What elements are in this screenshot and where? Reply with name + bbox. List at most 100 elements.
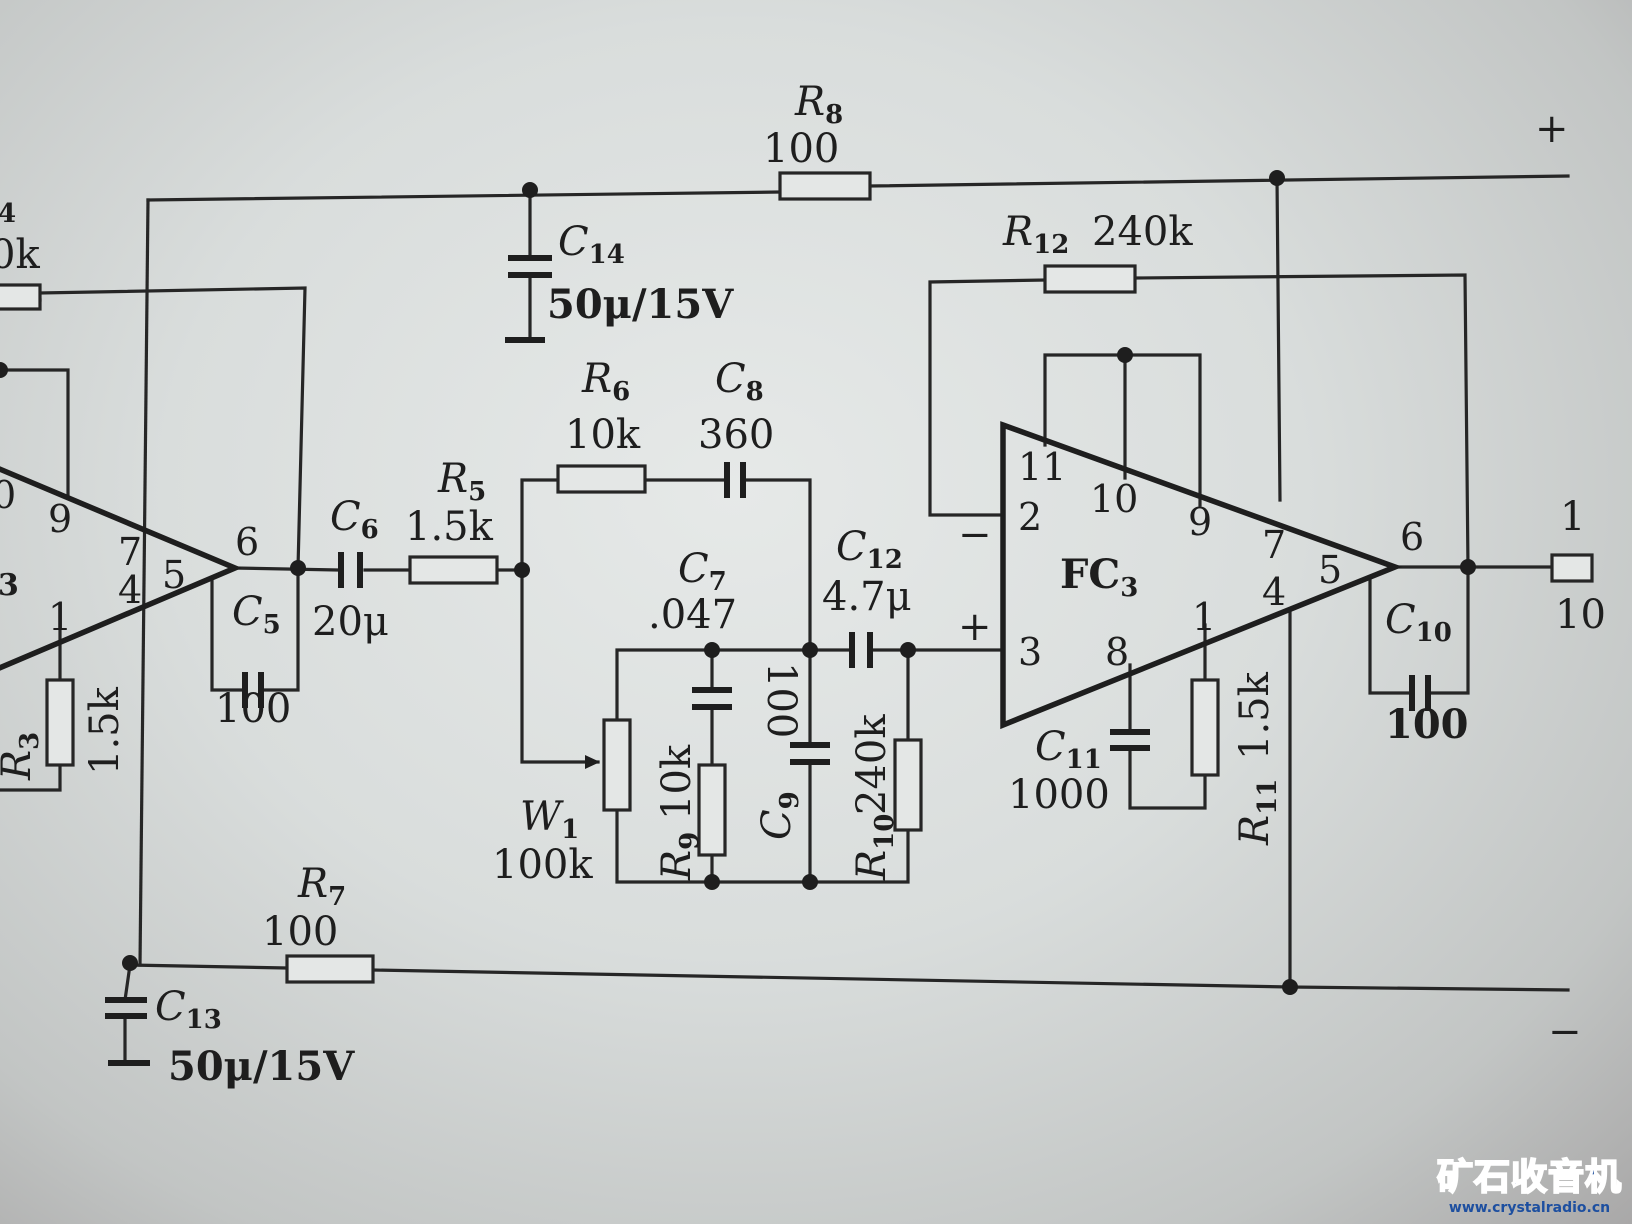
edge-value-right: 10: [1555, 592, 1606, 638]
value-c9: 100: [758, 662, 804, 738]
left-pin-5: 5: [162, 553, 186, 597]
label-w1: W1: [520, 794, 579, 845]
value-r11: 1.5k: [1232, 671, 1278, 760]
label-c5: C5: [232, 589, 281, 640]
left-pin-1: 1: [48, 595, 72, 639]
pin-6: 6: [1400, 515, 1424, 559]
edge-label-right: 1: [1560, 494, 1585, 540]
pin-1: 1: [1192, 595, 1216, 639]
label-r3: R3: [0, 732, 45, 781]
label-r9: R9: [654, 832, 705, 881]
capacitor-c14: [508, 255, 552, 278]
resistor-r9: [697, 763, 727, 857]
label-r7: R7: [297, 861, 346, 912]
capacitor-c13: [105, 997, 147, 1019]
label-r12: R12: [1002, 209, 1069, 260]
value-c5: 100: [215, 686, 291, 732]
capacitor-c6: [338, 552, 363, 588]
resistor-r6: [556, 464, 647, 494]
value-r3: 1.5k: [82, 686, 128, 775]
label-c11: C11: [1035, 724, 1102, 775]
supply-plus-sign: +: [1535, 106, 1569, 152]
label-r5: R5: [437, 456, 486, 507]
potentiometer-w1: [602, 718, 632, 812]
watermark-logo: 矿石收音机 www.crystalradio.cn: [1436, 1148, 1622, 1216]
value-w1: 100k: [492, 842, 593, 888]
opamp-left: [0, 466, 243, 671]
value-c8: 360: [698, 412, 774, 458]
left-pin-7: 7: [118, 530, 142, 574]
capacitor-c5: [242, 672, 264, 708]
pin-8: 8: [1105, 630, 1129, 674]
resistor-r12: [1043, 264, 1137, 294]
value-r6: 10k: [565, 412, 641, 458]
watermark-title: 矿石收音机: [1436, 1156, 1622, 1199]
label-r6: R6: [581, 356, 630, 407]
pin-2: 2: [1018, 495, 1042, 539]
resistor-r7: [285, 954, 375, 984]
label-c6: C6: [330, 494, 379, 545]
left-pin-6: 6: [235, 520, 259, 564]
plus-input-sign: +: [958, 604, 992, 650]
value-c7: .047: [648, 592, 737, 638]
left-pin-4: 4: [118, 568, 142, 612]
resistor-r10: [893, 738, 923, 832]
value-r10: 240k: [849, 714, 895, 815]
label-fc3: FC3: [1060, 551, 1138, 603]
value-r4: 0k: [0, 232, 40, 278]
resistor-r4: [0, 283, 42, 311]
pin-9: 9: [1188, 500, 1212, 544]
junctions: [0, 170, 1476, 995]
capacitor-c11: [1110, 729, 1150, 751]
capacitor-c9: [790, 742, 830, 765]
pin-11: 11: [1018, 445, 1066, 489]
capacitor-c7: [692, 687, 732, 710]
label-c10: C10: [1385, 597, 1452, 648]
minus-input-sign: −: [958, 512, 992, 558]
watermark-url: www.crystalradio.cn: [1448, 1200, 1611, 1216]
value-c10: 100: [1385, 701, 1469, 748]
opamp-fc3: [1000, 421, 1403, 730]
value-r5: 1.5k: [405, 504, 494, 550]
value-c12: 4.7μ: [822, 574, 912, 620]
resistor-r8: [778, 171, 872, 201]
value-r9: 10k: [654, 744, 700, 820]
label-c13: C13: [155, 984, 222, 1035]
value-c14: 50μ/15V: [547, 281, 734, 328]
label-r4: 4: [0, 199, 16, 229]
resistor-r11: [1190, 678, 1220, 777]
label-c12: C12: [836, 524, 903, 575]
capacitor-c12: [849, 632, 873, 668]
resistor-r3: [45, 678, 75, 767]
pin-7: 7: [1262, 523, 1286, 567]
label-c14: C14: [558, 219, 625, 270]
value-r7: 100: [262, 909, 338, 955]
pin-5: 5: [1318, 548, 1342, 592]
resistors: [0, 171, 1594, 984]
value-r12: 240k: [1092, 209, 1193, 255]
left-amp-sub: 3: [0, 568, 19, 603]
pin-4: 4: [1262, 570, 1286, 614]
label-r11: R11: [1232, 779, 1283, 846]
value-c13: 50μ/15V: [168, 1043, 355, 1090]
label-c9: C9: [754, 791, 805, 840]
label-r8: R8: [794, 79, 843, 130]
label-r10: R10: [849, 814, 900, 881]
wiper-arrow-icon: [585, 755, 600, 769]
capacitor-c10: [1409, 675, 1431, 711]
label-c7: C7: [678, 546, 727, 597]
left-pin-0: 0: [0, 473, 16, 517]
resistor-right-partial: [1550, 553, 1594, 583]
supply-minus-sign: −: [1548, 1009, 1582, 1055]
pin-3: 3: [1018, 630, 1042, 674]
resistor-r5: [408, 555, 499, 585]
label-c8: C8: [715, 356, 764, 407]
capacitors: [105, 255, 1431, 1019]
value-c11: 1000: [1008, 772, 1110, 818]
left-pin-9: 9: [48, 497, 72, 541]
value-r8: 100: [763, 126, 839, 172]
value-c6: 20μ: [312, 599, 389, 645]
capacitor-c8: [724, 462, 746, 498]
